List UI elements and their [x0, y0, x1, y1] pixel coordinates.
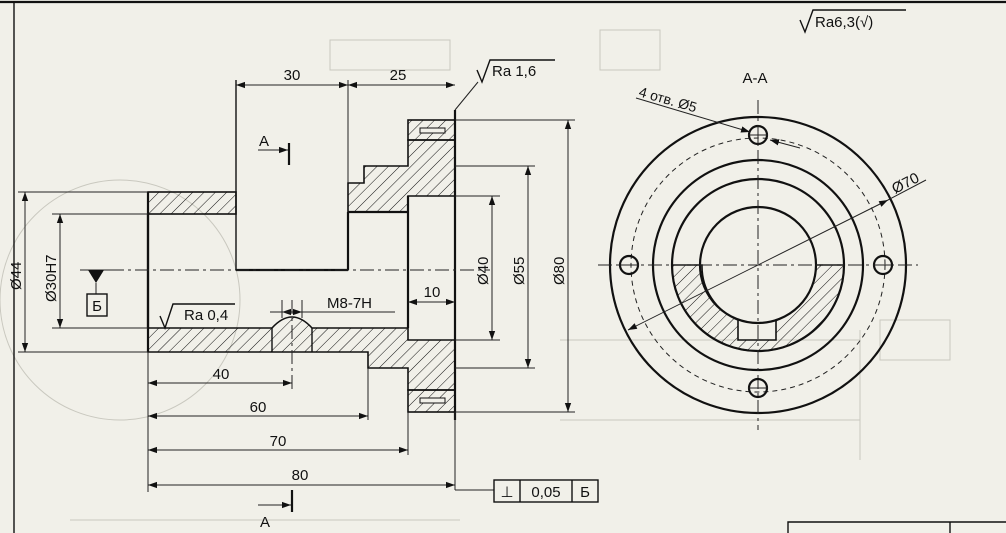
dim-d40: Ø40 — [475, 257, 492, 285]
dim-60: 60 — [250, 399, 267, 416]
general-roughness-text: Ra6,3( — [815, 14, 860, 31]
dim-30: 30 — [284, 67, 301, 84]
thread-label: M8-7H — [327, 295, 372, 312]
roughness-top: Ra 1,6 — [492, 63, 536, 80]
dim-line-d70 — [627, 199, 889, 331]
holes-leader — [635, 97, 751, 133]
cut-marker-bottom: A — [258, 490, 294, 531]
title-block-corner — [787, 521, 1006, 533]
tolerance-value: 0,05 — [531, 484, 560, 501]
datum-marker: Б — [80, 269, 110, 317]
cut-marker-top: A — [258, 133, 291, 165]
svg-text:Ra6,3(√): Ra6,3(√) — [815, 14, 873, 31]
dim-10: 10 — [424, 284, 441, 301]
tolerance-datum: Б — [580, 484, 590, 501]
general-roughness-close: ) — [868, 14, 873, 31]
dim-d30: Ø30H7 — [43, 254, 60, 302]
dim-80: 80 — [292, 467, 309, 484]
general-roughness: Ra6,3(√) — [799, 9, 906, 34]
dim-d80: Ø80 — [551, 257, 568, 285]
dim-d44: Ø44 — [8, 262, 25, 290]
dim-25: 25 — [390, 67, 407, 84]
roughness-bore: Ra 0,4 — [184, 307, 228, 324]
dim-70: 70 — [270, 433, 287, 450]
roughness-top-mark — [476, 59, 555, 84]
tolerance-frame: ⊥ 0,05 Б — [455, 479, 599, 503]
dim-d55: Ø55 — [511, 257, 528, 285]
section-label: A-A — [742, 70, 767, 87]
cut-label-bottom: A — [260, 514, 270, 531]
section-lower-half — [147, 316, 456, 413]
extension-lines — [18, 80, 575, 492]
datum-letter: Б — [92, 298, 102, 315]
ghost-background — [0, 29, 951, 521]
cut-label-top: A — [259, 133, 269, 150]
holes-label: 4 отв. Ø5 — [637, 84, 699, 116]
roughness-bore-mark — [159, 303, 235, 330]
dim-40: 40 — [213, 366, 230, 383]
dim-d70: Ø70 — [889, 170, 922, 198]
tolerance-symbol: ⊥ — [500, 484, 513, 501]
general-roughness-mark: √ — [860, 14, 869, 31]
